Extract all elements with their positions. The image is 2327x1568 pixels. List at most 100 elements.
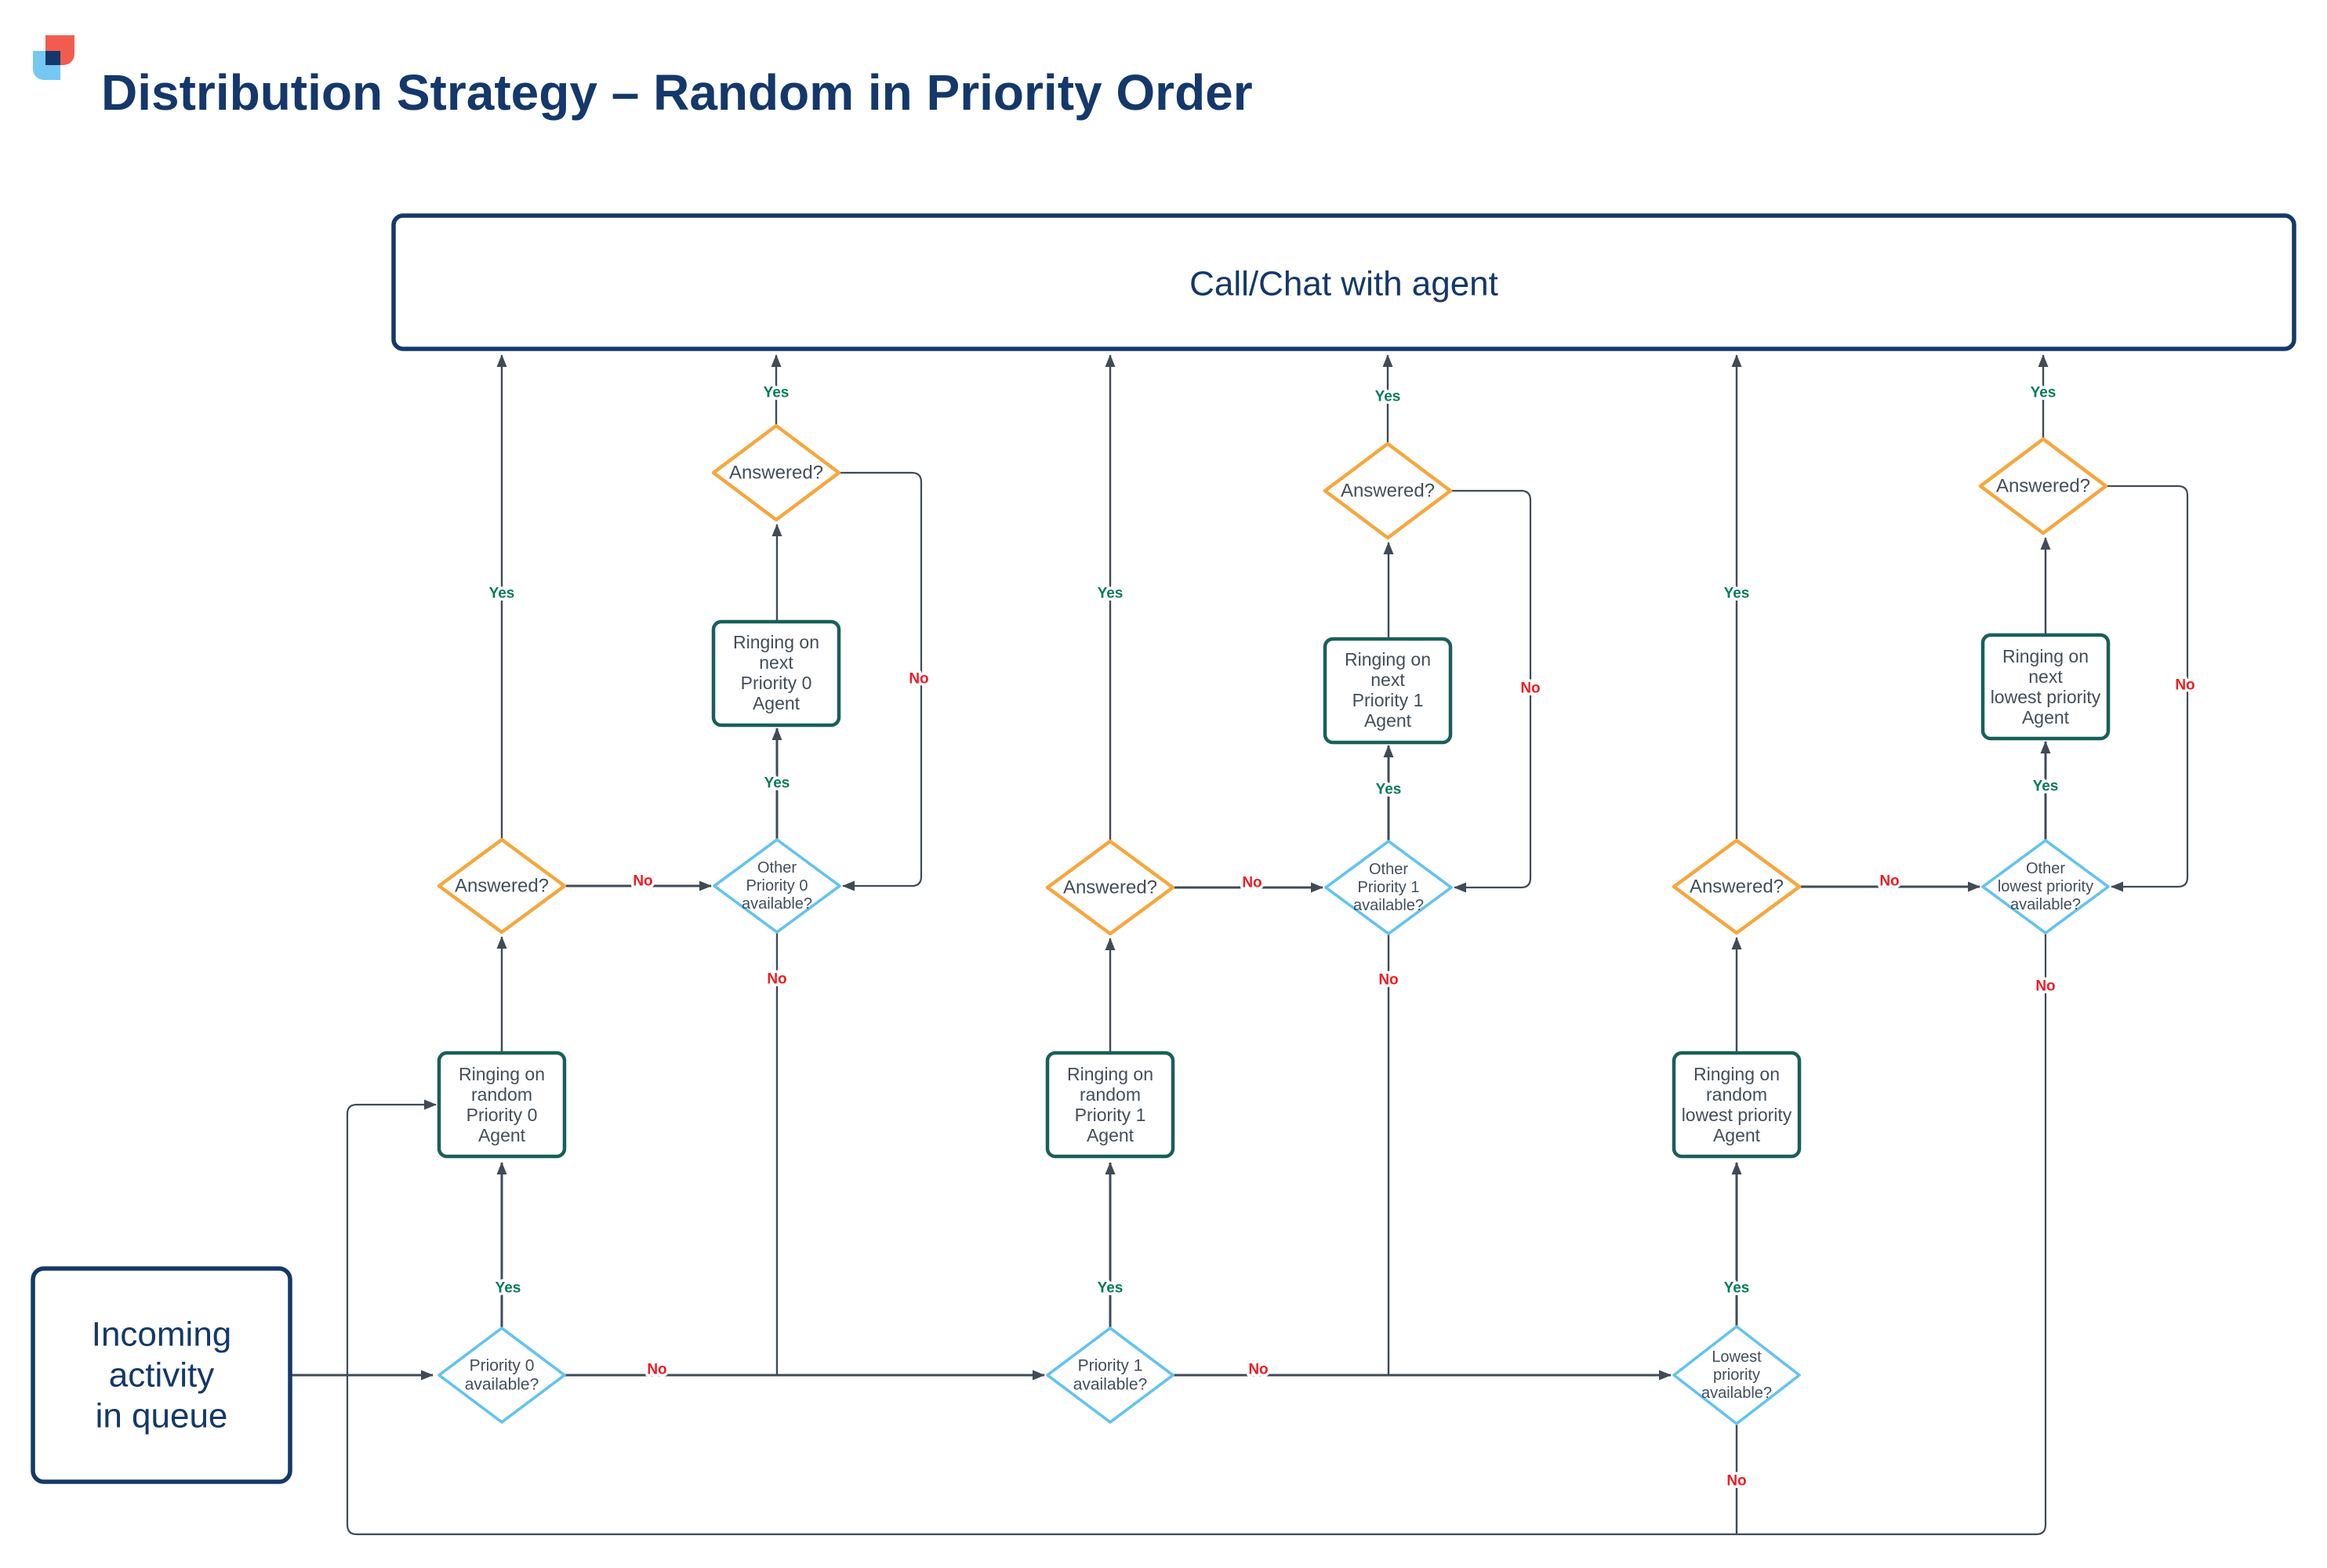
label-yes-p0-available: Yes bbox=[496, 1280, 521, 1297]
box-ringing-random-p1-label: Agent bbox=[1087, 1125, 1134, 1145]
box-ringing-random-p1-label: Priority 1 bbox=[1075, 1105, 1146, 1125]
diamond-answered-top-p1-shape bbox=[1323, 441, 1453, 540]
box-ringing-random-p0-label: Priority 0 bbox=[466, 1105, 538, 1125]
edge-other-lowest-no-loopback-to-ringing-random-p0 bbox=[346, 933, 2047, 1536]
diamond-other-p1-available: Other Priority 1 available? bbox=[1324, 840, 1453, 935]
label-yes-answered-top-p1: Yes bbox=[1375, 389, 1401, 405]
box-ringing-next-p0-label: next bbox=[759, 652, 793, 673]
box-ringing-next-lowest-shape bbox=[1980, 633, 2111, 741]
edge-answered-top-p1-no-loop bbox=[1450, 489, 1532, 893]
box-ringing-next-p0-label: Agent bbox=[753, 693, 800, 713]
incoming-box-label: Incoming bbox=[92, 1316, 232, 1354]
label-no-p0-available: No bbox=[647, 1362, 666, 1378]
box-ringing-next-p1-label: Ringing on bbox=[1345, 649, 1431, 670]
diamond-answered-p0: Answered? bbox=[437, 837, 567, 935]
diamond-other-lowest-available-shape bbox=[1981, 839, 2110, 935]
label-no-lowest-available: No bbox=[1726, 1473, 1746, 1490]
label-yes-answered-p1: Yes bbox=[1098, 586, 1124, 602]
label-no-p1-available: No bbox=[1248, 1362, 1268, 1378]
label-yes-other-p0: Yes bbox=[764, 775, 790, 792]
label-yes-answered-top-lowest: Yes bbox=[2031, 385, 2057, 401]
diamond-answered-p1: Answered? bbox=[1045, 839, 1175, 936]
label-yes-answered-p0: Yes bbox=[489, 586, 515, 602]
box-ringing-random-p0: Ringing on random Priority 0 Agent bbox=[437, 1051, 567, 1159]
diamond-other-p1-available-label: Other bbox=[1369, 861, 1408, 878]
diamond-lowest-available: Lowest priority available? bbox=[1672, 1325, 1801, 1425]
box-ringing-random-p1: Ringing on random Priority 1 Agent bbox=[1045, 1051, 1175, 1159]
diamond-other-p0-available-shape bbox=[713, 838, 841, 934]
diamond-answered-top-p0-shape bbox=[711, 423, 841, 522]
top-box-shape bbox=[391, 213, 2296, 351]
diamond-answered-p1-shape bbox=[1045, 839, 1175, 936]
diamond-lowest-available-label: Lowest bbox=[1712, 1348, 1762, 1366]
diamond-other-p0-available-label: Priority 0 bbox=[746, 877, 808, 895]
label-no-answered-top-p0: No bbox=[909, 671, 928, 688]
diamond-p1-available: Priority 1 available? bbox=[1046, 1327, 1174, 1424]
logo-navy-square bbox=[45, 51, 60, 65]
box-ringing-random-p1-label: random bbox=[1080, 1084, 1141, 1105]
box-ringing-next-p1: Ringing on next Priority 1 Agent bbox=[1323, 637, 1453, 745]
label-yes-answered-lowest: Yes bbox=[1724, 586, 1750, 602]
label-no-answered-p0: No bbox=[633, 873, 652, 890]
label-yes-other-lowest: Yes bbox=[2033, 779, 2059, 795]
diamond-answered-p1-label: Answered? bbox=[1063, 877, 1157, 898]
diamond-answered-top-lowest-label: Answered? bbox=[1996, 476, 2090, 497]
diamond-answered-top-p0-label: Answered? bbox=[729, 463, 823, 484]
top-box: Call/Chat with agent bbox=[391, 213, 2296, 351]
box-ringing-next-p1-shape bbox=[1323, 637, 1453, 745]
label-no-answered-p1: No bbox=[1242, 875, 1262, 891]
box-ringing-random-lowest-label: Agent bbox=[1713, 1125, 1761, 1145]
diamond-other-lowest-available-label: lowest priority bbox=[1998, 878, 2093, 895]
box-ringing-next-p0-shape bbox=[711, 619, 841, 728]
box-ringing-random-lowest: Ringing on random lowest priority Agent bbox=[1672, 1051, 1802, 1159]
box-ringing-next-p0-label: Ringing on bbox=[733, 632, 819, 652]
diamond-p0-available: Priority 0 available? bbox=[437, 1327, 566, 1424]
label-yes-answered-top-p0: Yes bbox=[764, 385, 790, 401]
diamond-answered-top-lowest-shape bbox=[1978, 437, 2108, 535]
diamond-answered-lowest-shape bbox=[1672, 838, 1802, 935]
box-ringing-random-p0-shape bbox=[437, 1051, 567, 1159]
diamond-p0-available-label: Priority 0 bbox=[470, 1357, 535, 1375]
label-yes-other-p1: Yes bbox=[1376, 782, 1402, 798]
box-ringing-random-lowest-label: Ringing on bbox=[1694, 1064, 1780, 1084]
app-logo bbox=[33, 35, 74, 80]
diamond-other-lowest-available: Other lowest priority available? bbox=[1981, 839, 2110, 935]
box-ringing-next-lowest-label: next bbox=[2028, 666, 2063, 687]
edge-answered-top-p0-no-loop bbox=[839, 471, 923, 891]
diamond-p0-available-shape bbox=[437, 1327, 566, 1424]
diamond-other-p0-available: Other Priority 0 available? bbox=[713, 838, 841, 934]
diamond-other-lowest-available-label: Other bbox=[2026, 860, 2065, 877]
diamond-p0-available-label: available? bbox=[465, 1376, 539, 1394]
box-ringing-random-lowest-shape bbox=[1672, 1051, 1802, 1159]
incoming-box: Incoming activity in queue bbox=[31, 1266, 292, 1484]
diamond-answered-lowest: Answered? bbox=[1672, 838, 1802, 935]
incoming-box-label: activity bbox=[109, 1356, 214, 1395]
label-yes-lowest-available: Yes bbox=[1724, 1280, 1750, 1297]
box-ringing-random-p0-label: Agent bbox=[478, 1125, 526, 1145]
box-ringing-next-p0: Ringing on next Priority 0 Agent bbox=[711, 619, 841, 728]
diamond-answered-top-lowest: Answered? bbox=[1978, 437, 2108, 535]
label-no-other-p0: No bbox=[767, 971, 786, 988]
diamond-answered-p0-shape bbox=[437, 837, 567, 935]
box-ringing-next-lowest-label: lowest priority bbox=[1991, 687, 2101, 707]
label-no-answered-top-p1: No bbox=[1520, 681, 1540, 697]
box-ringing-next-p1-label: next bbox=[1370, 670, 1405, 690]
diamond-other-p1-available-label: Priority 1 bbox=[1358, 879, 1420, 896]
incoming-box-label: in queue bbox=[96, 1397, 228, 1436]
label-no-answered-lowest: No bbox=[1879, 873, 1899, 890]
diamond-p1-available-label: Priority 1 bbox=[1078, 1357, 1143, 1375]
diamond-p1-available-shape bbox=[1046, 1327, 1174, 1424]
box-ringing-random-lowest-label: lowest priority bbox=[1682, 1105, 1792, 1125]
top-box-label: Call/Chat with agent bbox=[1189, 265, 1498, 303]
box-ringing-next-p0-label: Priority 0 bbox=[741, 673, 812, 693]
diamond-p1-available-label: available? bbox=[1073, 1376, 1148, 1394]
box-ringing-next-lowest: Ringing on next lowest priority Agent bbox=[1980, 633, 2111, 741]
box-ringing-random-p1-shape bbox=[1045, 1051, 1175, 1159]
diamond-other-p1-available-shape bbox=[1324, 840, 1453, 935]
box-ringing-random-p0-label: Ringing on bbox=[459, 1064, 545, 1084]
box-ringing-random-p0-label: random bbox=[471, 1084, 532, 1105]
edge-answered-top-lowest-no-loop bbox=[2106, 485, 2189, 892]
diamond-answered-lowest-label: Answered? bbox=[1690, 877, 1784, 898]
incoming-box-shape bbox=[31, 1266, 292, 1484]
